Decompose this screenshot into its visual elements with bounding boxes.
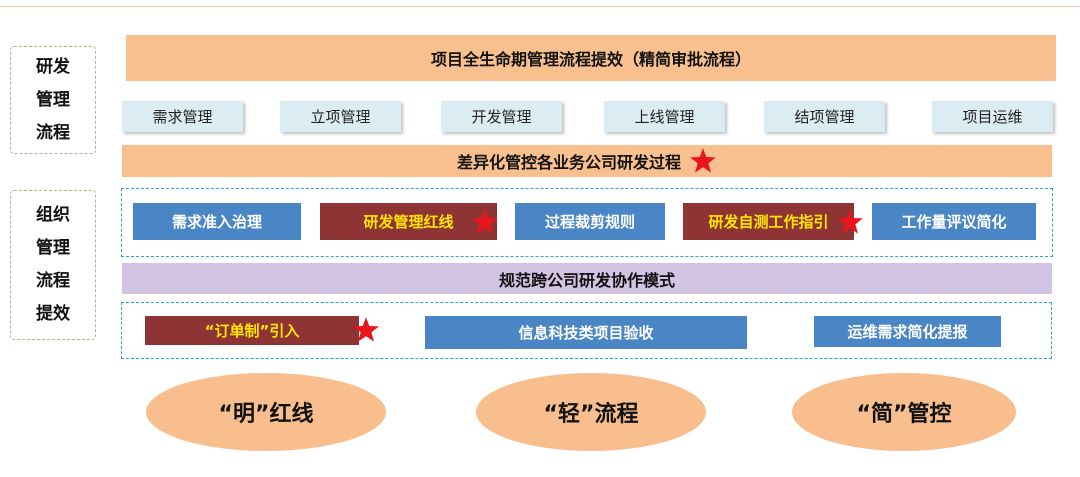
principle-light-process: “轻”流程 bbox=[476, 373, 706, 451]
side-label-line: 管理 bbox=[36, 89, 70, 110]
stage-launch: 上线管理 bbox=[604, 101, 725, 132]
differentiated-control-title: 差异化管控各业务公司研发过程 bbox=[456, 153, 681, 172]
top-divider bbox=[0, 6, 1080, 7]
rd-self-test-guide: 研发自测工作指引 bbox=[683, 203, 854, 240]
rd-management-redline: 研发管理红线 bbox=[320, 203, 497, 240]
box-label: 工作量评议简化 bbox=[901, 213, 1007, 231]
stage-label: 结项管理 bbox=[794, 108, 855, 126]
side-label-rd-process: 研发 管理 流程 bbox=[10, 46, 96, 154]
lifecycle-banner: 项目全生命期管理流程提效（精简审批流程） bbox=[126, 35, 1056, 81]
box-label: 信息科技类项目验收 bbox=[518, 324, 654, 342]
order-system-introduction: “订单制”引入 bbox=[145, 316, 359, 345]
box-label: 研发管理红线 bbox=[363, 213, 454, 231]
lifecycle-banner-title: 项目全生命期管理流程提效（精简审批流程） bbox=[430, 50, 751, 69]
stage-closing: 结项管理 bbox=[764, 101, 885, 132]
principle-label: “简”管控 bbox=[856, 402, 952, 427]
stage-label: 项目运维 bbox=[962, 108, 1023, 126]
star-icon bbox=[353, 317, 379, 342]
process-tailoring-rules: 过程裁剪规则 bbox=[515, 203, 665, 240]
side-label-line: 流程 bbox=[36, 271, 70, 291]
differentiated-control-banner: 差异化管控各业务公司研发过程 bbox=[122, 145, 1052, 177]
stage-label: 立项管理 bbox=[310, 108, 371, 126]
side-label-line: 管理 bbox=[36, 238, 70, 258]
box-label: “订单制”引入 bbox=[204, 322, 300, 340]
section2-container bbox=[121, 302, 1052, 359]
principle-label: “轻”流程 bbox=[543, 402, 639, 427]
side-label-line: 提效 bbox=[36, 304, 70, 324]
stage-label: 上线管理 bbox=[634, 108, 695, 126]
box-label: 需求准入治理 bbox=[171, 213, 262, 231]
it-project-acceptance: 信息科技类项目验收 bbox=[425, 316, 747, 349]
principle-clear-redline: “明”红线 bbox=[146, 373, 386, 451]
side-label-line: 研发 bbox=[36, 56, 70, 77]
workload-review-simplification: 工作量评议简化 bbox=[872, 203, 1036, 240]
stage-demand: 需求管理 bbox=[122, 101, 243, 132]
star-icon bbox=[472, 209, 498, 234]
stage-development: 开发管理 bbox=[441, 101, 562, 132]
star-icon bbox=[690, 148, 716, 173]
box-label: 运维需求简化提报 bbox=[847, 323, 968, 341]
star-icon bbox=[837, 209, 863, 234]
cross-company-collab-banner: 规范跨公司研发协作模式 bbox=[122, 263, 1052, 294]
stage-label: 开发管理 bbox=[471, 108, 532, 126]
box-label: 研发自测工作指引 bbox=[708, 213, 829, 231]
principle-label: “明”红线 bbox=[218, 402, 314, 427]
ops-demand-simplified-reporting: 运维需求简化提报 bbox=[814, 316, 1001, 347]
side-label-line: 组织 bbox=[36, 205, 70, 225]
box-label: 过程裁剪规则 bbox=[544, 213, 635, 231]
stage-approval: 立项管理 bbox=[280, 101, 401, 132]
demand-access-governance: 需求准入治理 bbox=[133, 203, 301, 240]
side-label-org-efficiency: 组织 管理 流程 提效 bbox=[10, 190, 96, 340]
section1-container bbox=[121, 188, 1053, 257]
principle-simple-control: “简”管控 bbox=[792, 373, 1016, 451]
side-label-line: 流程 bbox=[36, 122, 70, 143]
stage-label: 需求管理 bbox=[152, 108, 213, 126]
cross-company-collab-title: 规范跨公司研发协作模式 bbox=[498, 270, 675, 290]
stage-operations: 项目运维 bbox=[932, 101, 1053, 132]
